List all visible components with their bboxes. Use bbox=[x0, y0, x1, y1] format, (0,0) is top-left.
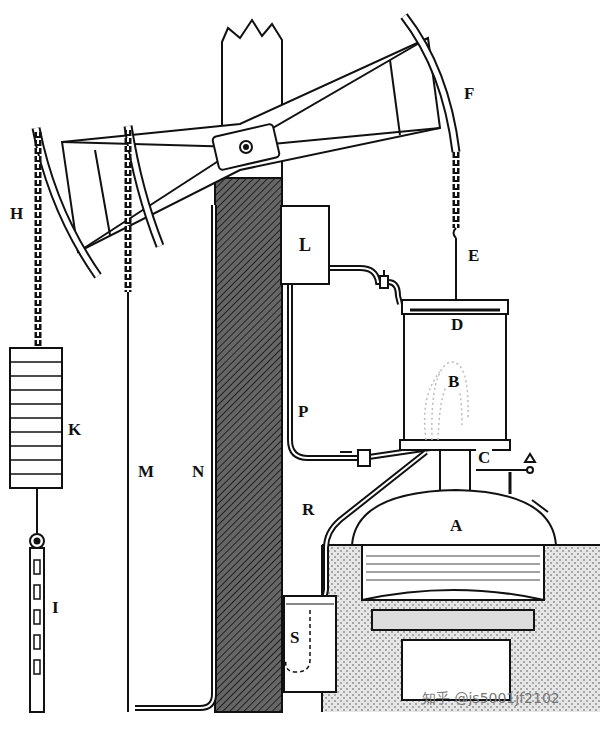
part-letter: K bbox=[66, 420, 83, 439]
tank-box: L bbox=[280, 205, 330, 285]
part-letter: C bbox=[476, 448, 492, 467]
part-letter: R bbox=[300, 500, 316, 519]
part-letter: B bbox=[446, 372, 461, 391]
part-letter: H bbox=[8, 204, 25, 223]
part-letter: A bbox=[448, 516, 464, 535]
part-letter: F bbox=[462, 84, 476, 103]
part-letter: E bbox=[466, 246, 481, 265]
part-letter: I bbox=[50, 598, 61, 617]
part-letter: L bbox=[299, 236, 311, 254]
part-letter: N bbox=[190, 462, 206, 481]
part-letter: S bbox=[288, 628, 301, 647]
part-letter: M bbox=[136, 462, 156, 481]
part-letter: D bbox=[449, 315, 465, 334]
part-letter: P bbox=[296, 402, 310, 421]
watermark: 知乎 @js5001jf2102 bbox=[420, 690, 562, 706]
